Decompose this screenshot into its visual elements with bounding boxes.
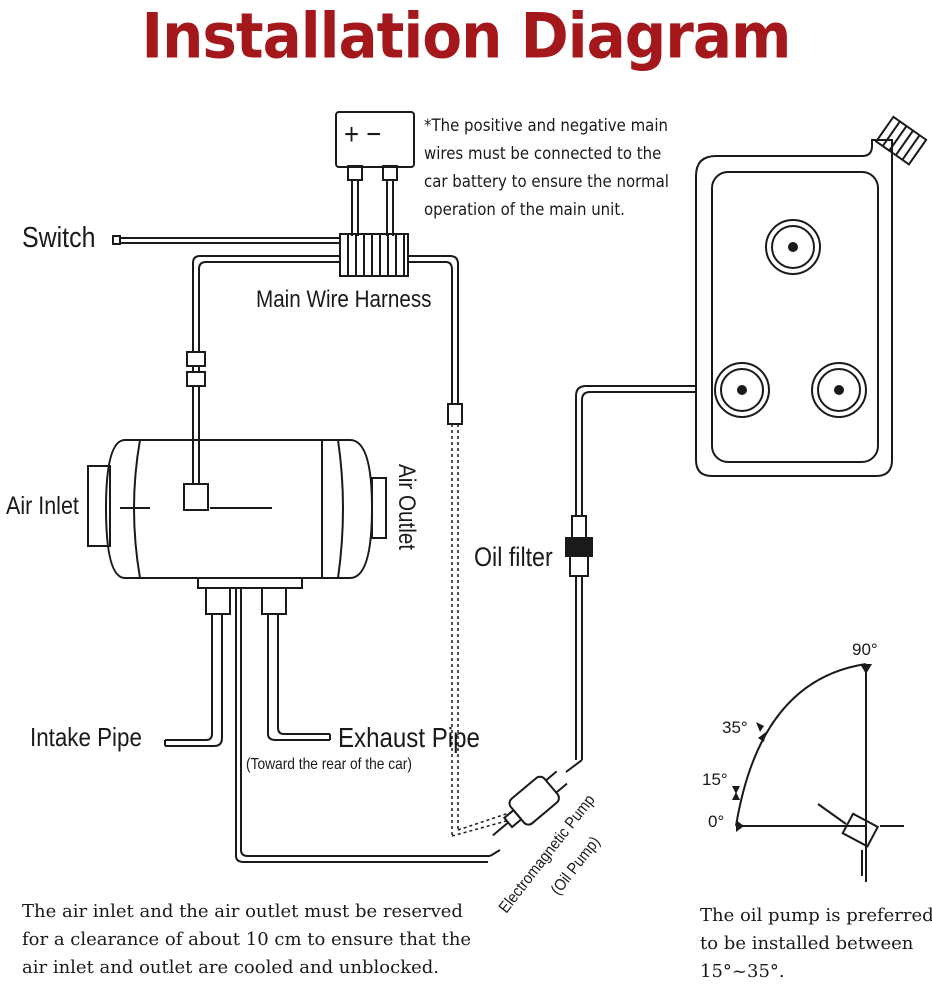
pump-angle-note-line: 15°~35°.: [700, 961, 785, 982]
clearance-note-line: The air inlet and the air outlet must be…: [22, 901, 463, 922]
oil-pump: [492, 770, 568, 837]
intake-pipe-label: Intake Pipe: [30, 722, 142, 752]
angle-0-label: 0°: [708, 812, 725, 831]
switch-wire: [112, 235, 340, 245]
main-wire-harness-label: Main Wire Harness: [256, 286, 432, 313]
exhaust-pipe-note: (Toward the rear of the car): [246, 756, 412, 773]
page-title: Installation Diagram: [141, 0, 792, 73]
harness-left-wire: [183, 255, 340, 511]
pump-angle-note: The oil pump is preferred to be installe…: [700, 902, 932, 986]
battery-note-line: car battery to ensure the normal: [424, 172, 669, 192]
switch-label: Switch: [22, 222, 96, 254]
intake-pipe: [164, 587, 231, 747]
heater-unit: [87, 439, 387, 589]
battery-note-line: *The positive and negative main: [424, 116, 668, 136]
angle-diagram: [735, 663, 904, 882]
battery-note-line: operation of the main unit.: [424, 200, 625, 220]
battery-icon: [335, 111, 415, 236]
angle-90-label: 90°: [852, 640, 878, 659]
battery-note-line: wires must be connected to the: [424, 144, 662, 164]
clearance-note-line: air inlet and outlet are cooled and unbl…: [22, 957, 439, 978]
clearance-note-line: for a clearance of about 10 cm to ensure…: [22, 929, 472, 950]
fuel-line-tank: [565, 385, 696, 760]
fuel-line-heater: [235, 588, 490, 863]
harness-right-wire: [408, 255, 513, 837]
oil-filter-label: Oil filter: [474, 542, 553, 572]
exhaust-pipe-label: Exhaust Pipe: [338, 722, 480, 753]
fuel-tank: [695, 115, 928, 477]
air-outlet-label: Air Outlet: [393, 464, 420, 551]
exhaust-pipe: [261, 587, 331, 741]
pump-angle-note-line: The oil pump is preferred: [700, 905, 932, 926]
air-inlet-label: Air Inlet: [6, 492, 79, 520]
angle-35-label: 35°: [722, 718, 748, 737]
battery-polarity: + −: [344, 118, 382, 151]
pump-angle-note-line: to be installed between: [700, 933, 914, 954]
clearance-note: The air inlet and the air outlet must be…: [22, 898, 471, 982]
battery-note: *The positive and negative main wires mu…: [424, 112, 669, 224]
angle-15-label: 15°: [702, 770, 728, 789]
harness-connector-icon: [339, 233, 409, 277]
